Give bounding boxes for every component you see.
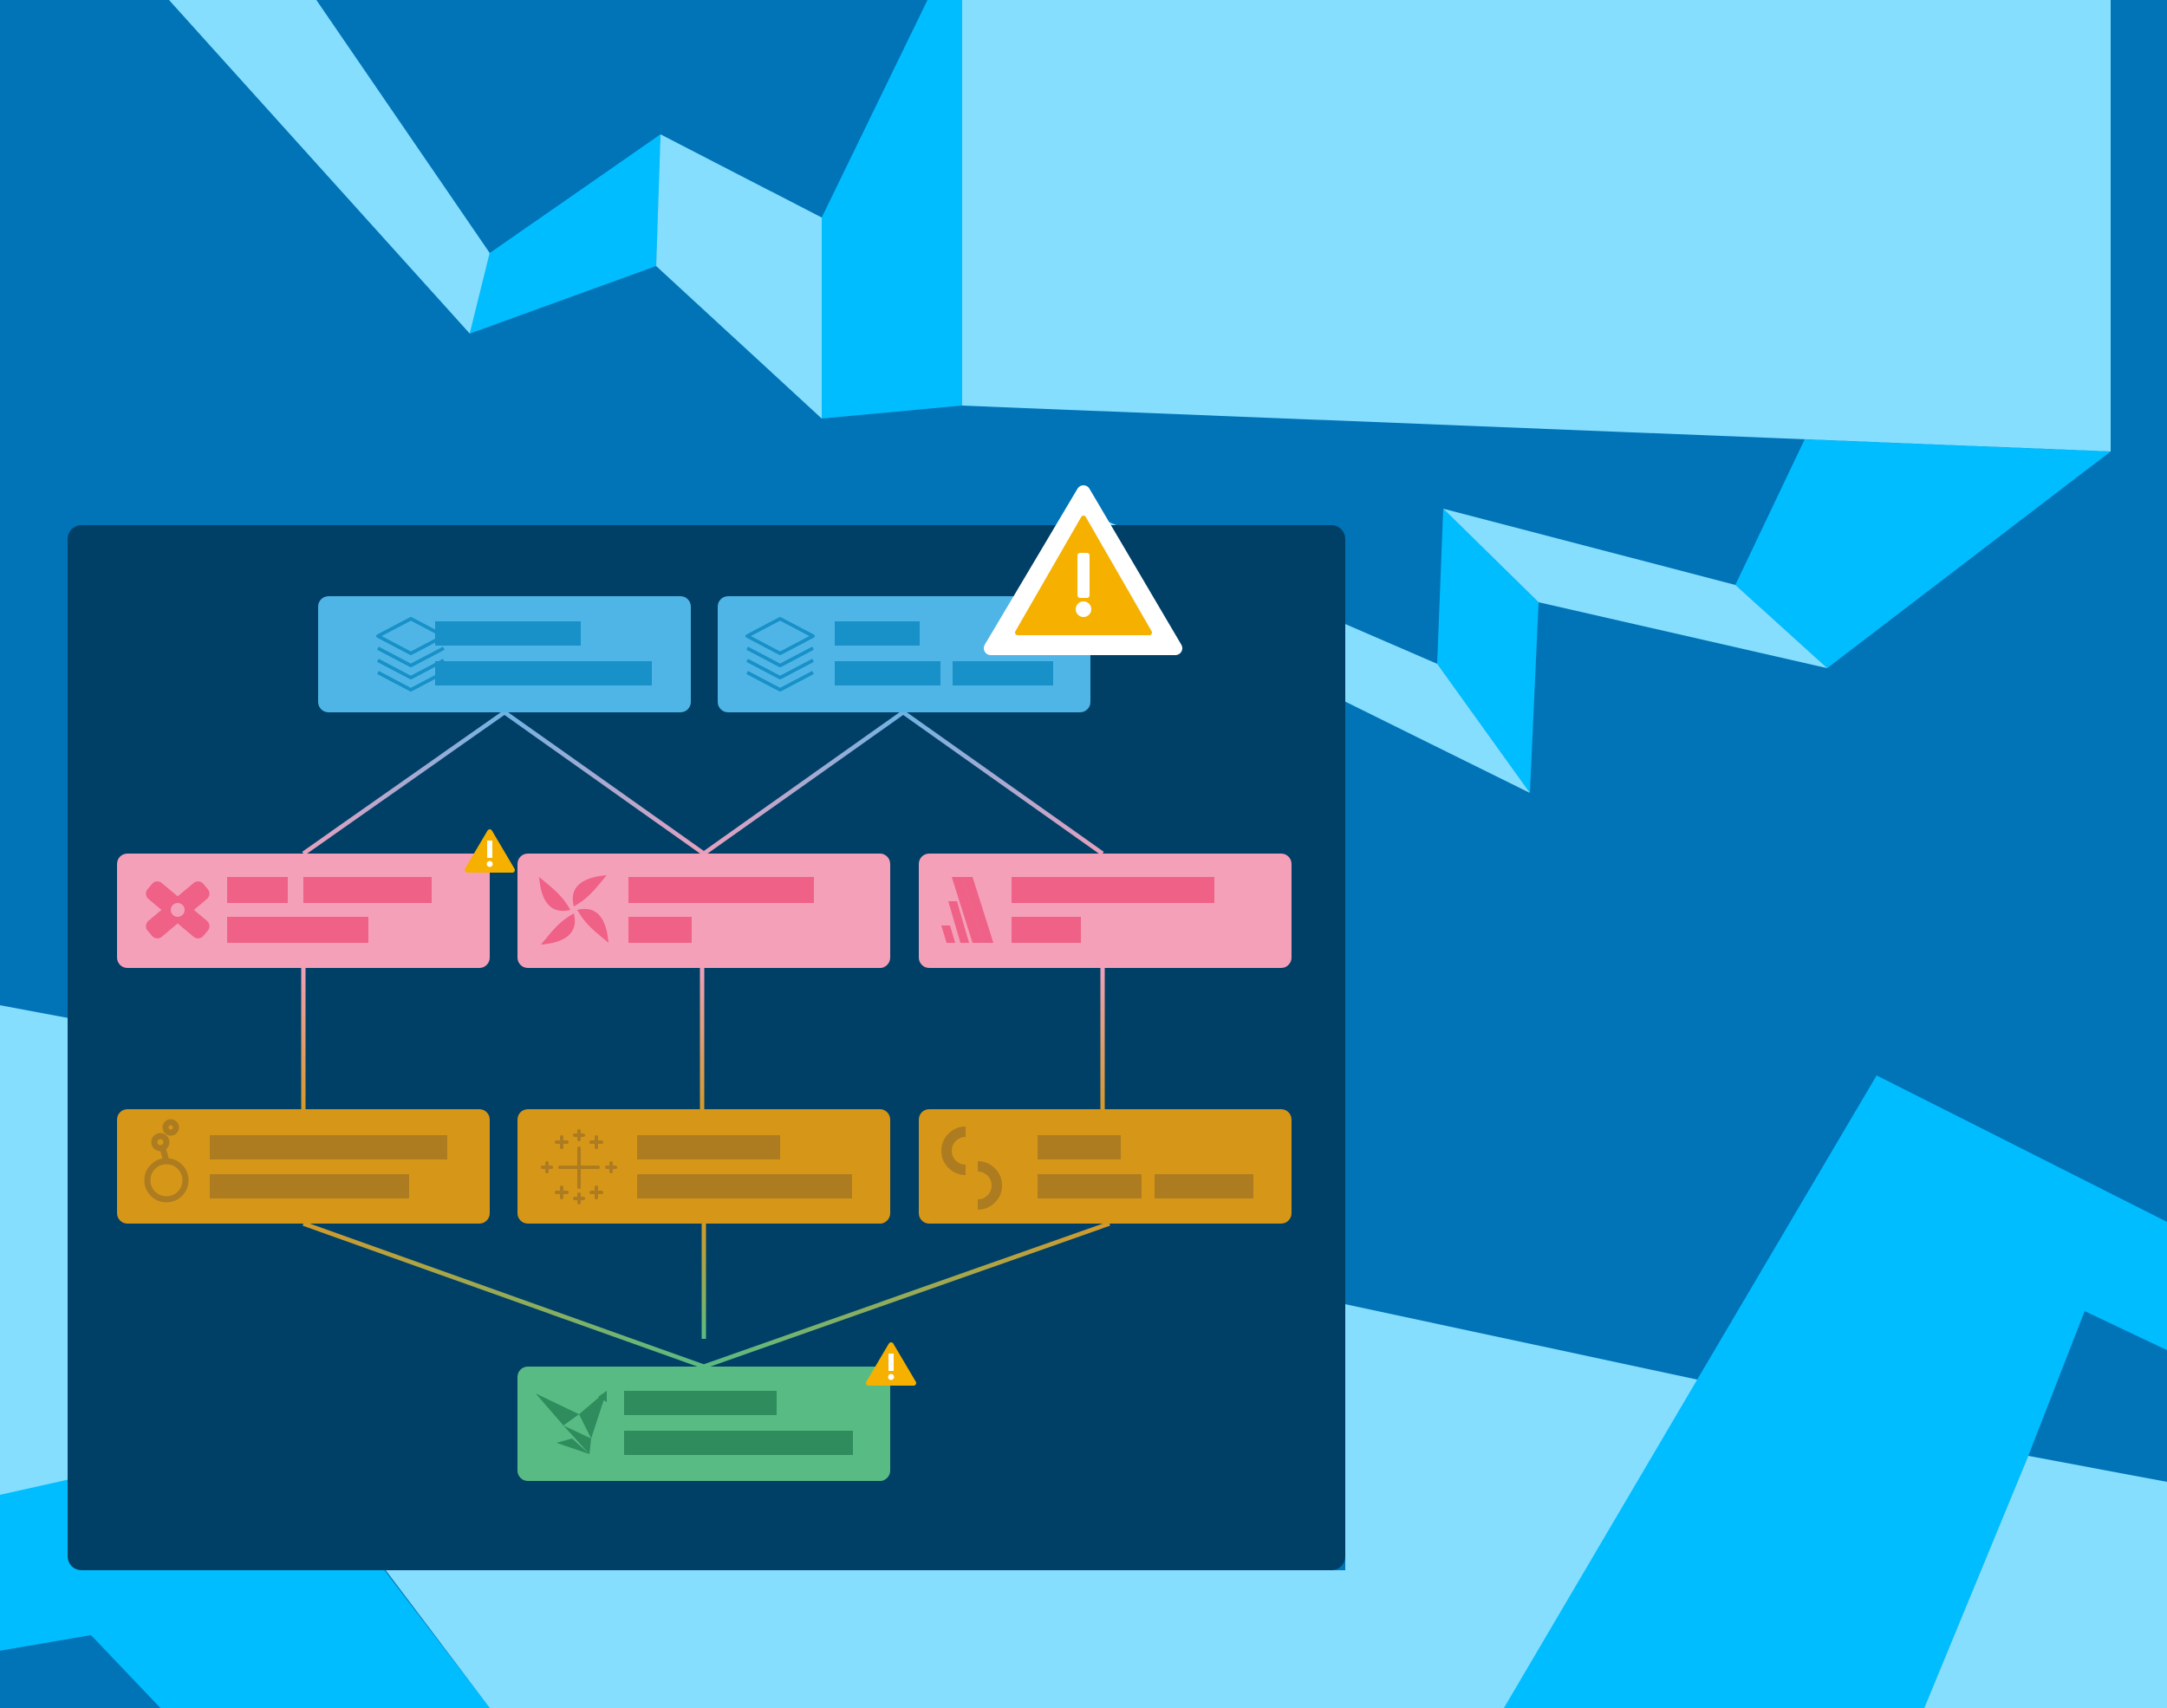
edge-source-1-transform-2 [503, 710, 706, 856]
node-transform-3[interactable] [919, 854, 1292, 968]
stack-layers-icon [745, 617, 815, 692]
edge-bi-1-destination [303, 1221, 705, 1369]
placeholder-bar [1155, 1174, 1253, 1198]
connectors [301, 710, 1110, 1369]
edge-source-2-transform-2 [702, 710, 905, 856]
warning-icon-small [465, 829, 515, 873]
placeholder-bar [637, 1174, 852, 1198]
placeholder-bar [628, 877, 814, 903]
placeholder-bar [210, 1174, 409, 1198]
placeholder-bar [435, 621, 581, 646]
shard-bottom-center-light [386, 1570, 1345, 1708]
placeholder-bar [835, 621, 920, 646]
node-source-1[interactable] [318, 596, 691, 712]
node-transform-1[interactable] [117, 854, 490, 968]
edge-source-2-transform-3 [901, 710, 1104, 856]
shard-mid-bright [1437, 509, 1539, 793]
node-destination-1[interactable] [517, 1367, 890, 1481]
pipeline-panel [68, 525, 1345, 1570]
placeholder-bar [1012, 917, 1081, 943]
shard-top-left-bright [470, 134, 661, 334]
placeholder-bar [227, 877, 288, 903]
shard-bottom-left-dark [0, 1635, 160, 1708]
placeholder-bar [1038, 1135, 1121, 1159]
node-bi-2[interactable] [517, 1109, 890, 1224]
split-c-icon [941, 1127, 1002, 1210]
placeholder-bar [628, 917, 692, 943]
placeholder-bar [227, 917, 368, 943]
shard-right-light [1443, 509, 1827, 668]
placeholder-bar [637, 1135, 780, 1159]
shard-top-mid-light [656, 134, 822, 419]
placeholder-bar [835, 661, 940, 685]
placeholder-bar [1038, 1174, 1142, 1198]
placeholder-bar [624, 1431, 853, 1455]
edge-bi-3-destination [703, 1221, 1110, 1369]
warning-icon-small [866, 1342, 916, 1386]
edge-source-1-transform-1 [302, 710, 506, 856]
stack-layers-icon [376, 617, 446, 692]
node-bi-1[interactable] [117, 1109, 490, 1224]
shard-bottom-corner-light [1924, 1456, 2167, 1708]
warning-icon-large [984, 485, 1182, 655]
shard-top-right-light [962, 0, 2111, 451]
shard-top-mid-bright [822, 0, 962, 419]
placeholder-bar [1012, 877, 1214, 903]
placeholder-bar [303, 877, 432, 903]
shard-top-left-light [169, 0, 490, 334]
plus-cluster-icon [541, 1129, 617, 1205]
placeholder-bar [624, 1391, 777, 1415]
placeholder-bar [953, 661, 1053, 685]
placeholder-bar [210, 1135, 447, 1159]
slash-stripes-icon [941, 877, 993, 943]
x-shape-icon [146, 881, 210, 938]
chain-ring-icon [144, 1119, 189, 1203]
shard-left-light [0, 1005, 69, 1495]
shard-right-bright [1735, 439, 2111, 668]
origami-bird-icon [536, 1391, 607, 1454]
shard-bottom-right-bright [1504, 1075, 2167, 1708]
pinwheel-icon [539, 875, 608, 945]
node-bi-3[interactable] [919, 1109, 1292, 1224]
node-transform-2[interactable] [517, 854, 890, 968]
placeholder-bar [435, 661, 652, 685]
